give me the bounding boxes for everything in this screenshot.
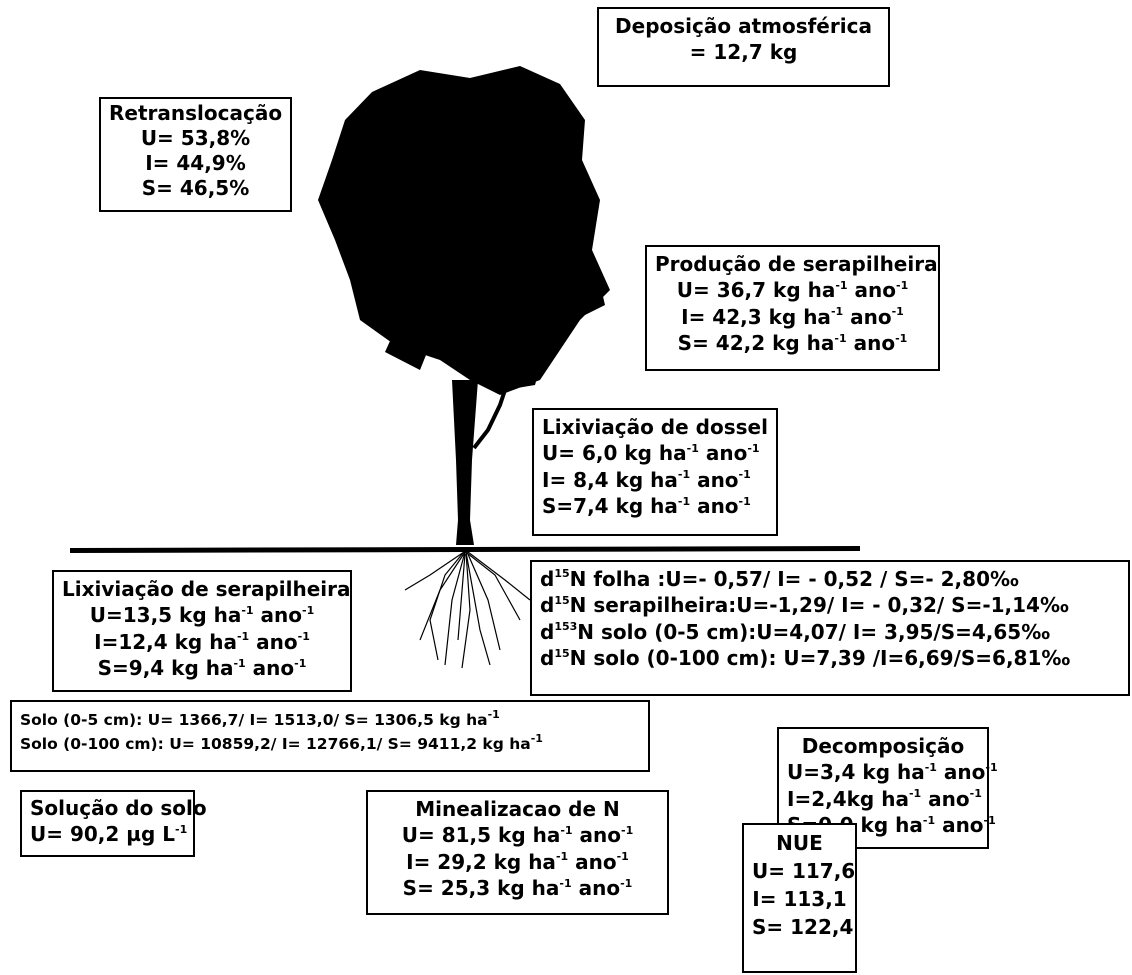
isotope-serapilheira: d15N serapilheira:U=-1,29/ I= - 0,32/ S=… — [540, 593, 1069, 618]
mineralization-box: Minealizacao de N U= 81,5 kg ha-1 ano-1 … — [366, 790, 669, 915]
nue-box: NUE U= 117,6 I= 113,1 S= 122,4 — [742, 823, 857, 973]
ground-line — [70, 546, 860, 553]
canopy-leaching-u: U= 6,0 kg ha-1 ano-1 — [542, 441, 760, 466]
soil-stock-line2: Solo (0-100 cm): U= 10859,2/ I= 12766,1/… — [20, 731, 543, 754]
deposition-box: Deposição atmosférica = 12,7 kg — [597, 7, 890, 87]
decomposition-box: Decomposição U=3,4 kg ha-1 ano-1 I=2,4kg… — [777, 727, 998, 849]
retranslocation-i: I= 44,9% — [145, 151, 246, 175]
litter-production-box: Produção de serapilheira U= 36,7 kg ha-1… — [645, 245, 940, 371]
tree-trunk — [452, 380, 478, 545]
canopy-leaching-s: S=7,4 kg ha-1 ano-1 — [542, 494, 751, 519]
soil-solution-title: Solução do solo — [30, 796, 207, 820]
litter-leaching-i: I=12,4 kg ha-1 ano-1 — [94, 629, 310, 654]
tree-branch — [472, 374, 512, 450]
soil-solution-value: U= 90,2 µg L-1 — [30, 822, 188, 847]
litter-leaching-title: Lixiviação de serapilheira — [62, 577, 351, 601]
isotope-solo-5: d153N solo (0-5 cm):U=4,07/ I= 3,95/S=4,… — [540, 619, 1051, 644]
nue-s: S= 122,4 — [752, 915, 854, 939]
retranslocation-title: Retranslocação — [109, 101, 283, 125]
tree-canopy-edge — [350, 135, 605, 390]
litter-production-title: Produção de serapilheira — [655, 252, 938, 276]
decomposition-title: Decomposição — [801, 734, 965, 758]
soil-stock-box: Solo (0-5 cm): U= 1366,7/ I= 1513,0/ S= … — [10, 700, 650, 772]
nue-title: NUE — [776, 831, 823, 855]
nue-u: U= 117,6 — [752, 859, 856, 883]
mineralization-u: U= 81,5 kg ha-1 ano-1 — [401, 823, 634, 848]
decomposition-u: U=3,4 kg ha-1 ano-1 — [787, 760, 998, 785]
deposition-title: Deposição atmosférica — [615, 14, 872, 38]
tree-canopy — [318, 66, 610, 395]
retranslocation-u: U= 53,8% — [140, 126, 251, 150]
deposition-value: = 12,7 kg — [689, 40, 798, 65]
litter-leaching-s: S=9,4 kg ha-1 ano-1 — [97, 656, 307, 681]
canopy-leaching-title: Lixiviação de dossel — [542, 415, 768, 439]
mineralization-i: I= 29,2 kg ha-1 ano-1 — [406, 849, 629, 874]
litter-leaching-u: U=13,5 kg ha-1 ano-1 — [89, 603, 315, 628]
retranslocation-s: S= 46,5% — [141, 176, 250, 200]
decomposition-i: I=2,4kg ha-1 ano-1 — [787, 786, 982, 811]
mineralization-title: Minealizacao de N — [415, 797, 620, 821]
isotope-folha: d15N folha :U=- 0,57/ I= - 0,52 / S=- 2,… — [540, 567, 1019, 591]
soil-solution-box: Solução do solo U= 90,2 µg L-1 — [20, 790, 207, 857]
litter-leaching-box: Lixiviação de serapilheira U=13,5 kg ha-… — [52, 570, 352, 692]
litter-production-u: U= 36,7 kg ha-1 ano-1 — [676, 278, 909, 303]
litter-production-s: S= 42,2 kg ha-1 ano-1 — [677, 331, 908, 356]
mineralization-s: S= 25,3 kg ha-1 ano-1 — [402, 876, 633, 901]
nue-i: I= 113,1 — [752, 887, 847, 911]
retranslocation-box: Retranslocação U= 53,8% I= 44,9% S= 46,5… — [99, 97, 292, 212]
canopy-leaching-i: I= 8,4 kg ha-1 ano-1 — [542, 467, 751, 492]
isotope-solo-100: d15N solo (0-100 cm): U=7,39 /I=6,69/S=6… — [540, 646, 1071, 671]
tree-roots — [404, 551, 531, 669]
litter-production-i: I= 42,3 kg ha-1 ano-1 — [681, 304, 904, 329]
isotope-box: d15N folha :U=- 0,57/ I= - 0,52 / S=- 2,… — [530, 560, 1130, 696]
soil-stock-line1: Solo (0-5 cm): U= 1366,7/ I= 1513,0/ S= … — [20, 707, 500, 729]
canopy-leaching-box: Lixiviação de dossel U= 6,0 kg ha-1 ano-… — [532, 408, 778, 536]
